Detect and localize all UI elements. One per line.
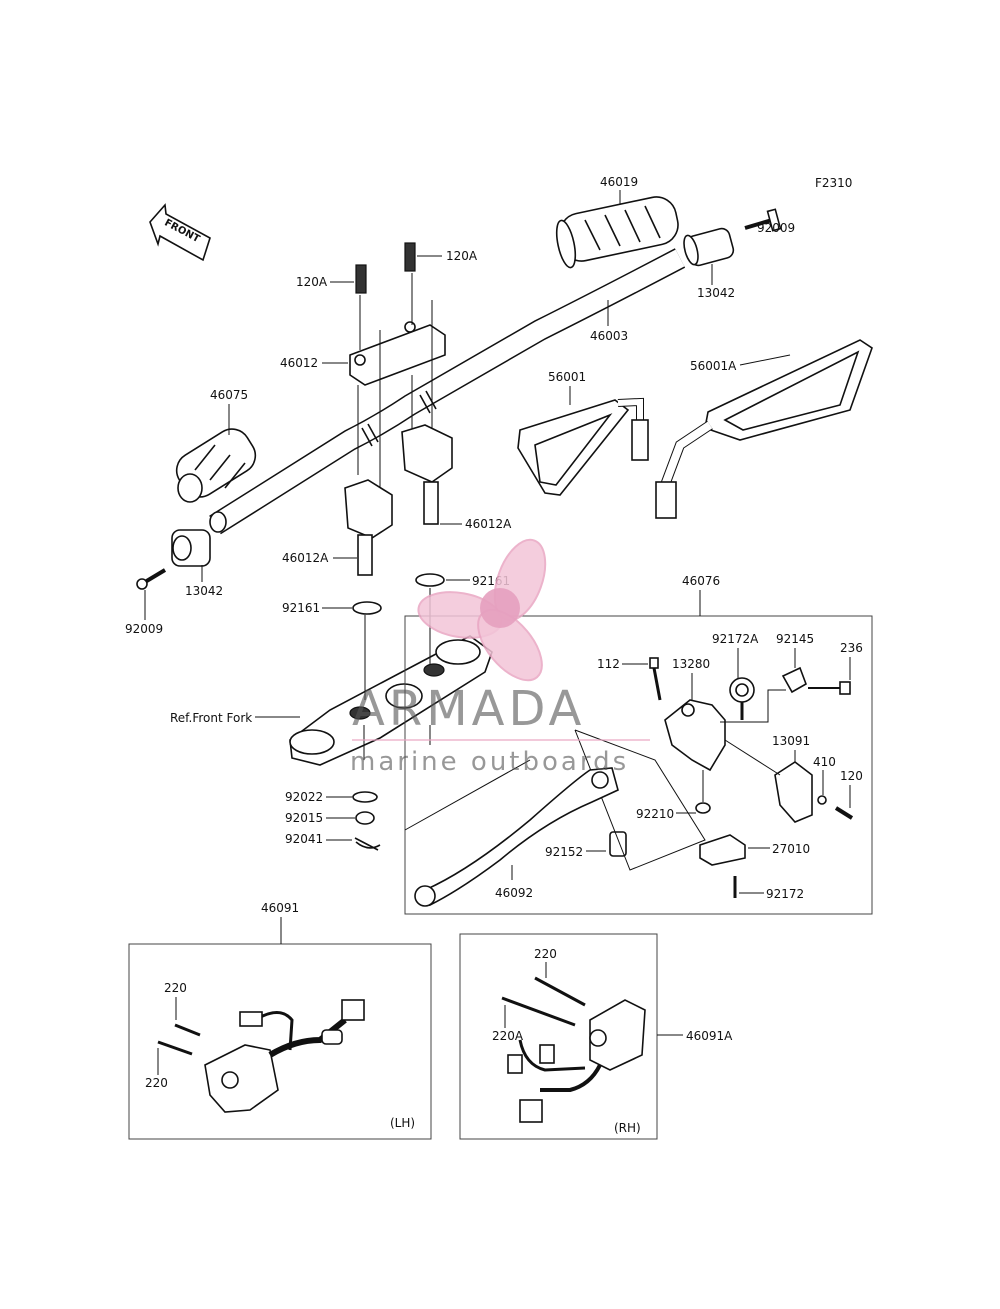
label-92152: 92152 <box>545 845 583 859</box>
label-92172: 92172 <box>766 887 804 901</box>
switch-rh <box>507 999 646 1123</box>
switch-rh-box <box>459 933 658 1140</box>
mirror-right <box>655 339 873 519</box>
top-triple-clamp <box>289 635 493 766</box>
label-46075: 46075 <box>210 388 248 402</box>
switch-lh <box>204 999 365 1113</box>
handlebar <box>209 248 686 535</box>
label-92009-right: 92009 <box>757 221 795 235</box>
washer-410 <box>817 795 827 805</box>
bolt-112 <box>649 657 662 701</box>
label-13091: 13091 <box>772 734 810 748</box>
watermark-tagline: marine outboards <box>350 747 629 777</box>
label-220-lh-top: 220 <box>164 981 187 995</box>
front-arrow-icon: FRONT <box>149 203 211 262</box>
label-112: 112 <box>597 657 620 671</box>
lower-clamp-right <box>401 424 453 525</box>
clamp-13091 <box>774 761 813 823</box>
washer-92022 <box>352 791 378 803</box>
label-27010: 27010 <box>772 842 810 856</box>
bolt-120a-left <box>355 264 367 294</box>
label-92161-left: 92161 <box>282 601 320 615</box>
propeller-logo-icon <box>417 538 547 682</box>
nut-92210 <box>695 802 711 814</box>
label-46091: 46091 <box>261 901 299 915</box>
label-92041: 92041 <box>285 832 323 846</box>
screw-220-rh <box>534 976 586 1007</box>
label-120a-right: 120A <box>446 249 478 263</box>
label-56001: 56001 <box>548 370 586 384</box>
bolt-120 <box>834 806 854 820</box>
label-220-rh: 220 <box>534 947 557 961</box>
label-46092: 46092 <box>495 886 533 900</box>
label-92015: 92015 <box>285 811 323 825</box>
label-92009-left: 92009 <box>125 622 163 636</box>
label-236: 236 <box>840 641 863 655</box>
upper-clamp <box>349 321 446 386</box>
label-46012a-right: 46012A <box>465 517 512 531</box>
left-grip <box>175 428 257 503</box>
lever-assembly-box <box>404 615 873 915</box>
label-46012a-left: 46012A <box>282 551 329 565</box>
watermark-brand: ARMADA <box>352 681 585 737</box>
lever-holder-13280 <box>664 699 726 772</box>
label-46091a: 46091A <box>686 1029 733 1043</box>
label-410: 410 <box>813 755 836 769</box>
label-46012: 46012 <box>280 356 318 370</box>
adjuster-92172a <box>729 677 755 720</box>
bar-end-weight-left <box>171 529 211 567</box>
label-92022: 92022 <box>285 790 323 804</box>
lower-clamp-left <box>344 479 393 576</box>
bar-end-bolt-left <box>136 568 167 590</box>
label-120a-left: 120A <box>296 275 328 289</box>
label-120: 120 <box>840 769 863 783</box>
mirror-left <box>517 397 649 496</box>
screw-220-lh-b <box>157 1040 193 1056</box>
label-46019: 46019 <box>600 175 638 189</box>
right-grip <box>555 196 679 269</box>
label-92145: 92145 <box>776 632 814 646</box>
bar-end-bolt-right <box>744 208 782 232</box>
screw-220-lh-a <box>174 1023 201 1037</box>
washer-92161-right <box>415 573 445 587</box>
switch-lh-box <box>128 943 432 1140</box>
bar-end-weight-right <box>683 227 735 267</box>
label-13042-left: 13042 <box>185 584 223 598</box>
label-56001a: 56001A <box>690 359 737 373</box>
nut-92015 <box>355 811 375 825</box>
figure-code: F2310 <box>815 176 852 190</box>
washer-92161-left <box>352 601 382 615</box>
screw-220a-rh <box>501 996 576 1027</box>
label-lh: (LH) <box>390 1116 415 1130</box>
label-rh: (RH) <box>614 1121 641 1135</box>
pin-92041 <box>354 837 381 851</box>
label-92172a: 92172A <box>712 632 759 646</box>
armada-watermark: ARMADA marine outboards <box>350 538 650 777</box>
lever-46092 <box>414 767 619 907</box>
label-220a: 220A <box>492 1029 524 1043</box>
label-46076: 46076 <box>682 574 720 588</box>
screw-236 <box>808 681 851 695</box>
label-13042-right: 13042 <box>697 286 735 300</box>
label-46003: 46003 <box>590 329 628 343</box>
bracket-92145 <box>781 666 807 694</box>
label-ref-front-fork: Ref.Front Fork <box>170 711 252 725</box>
switch-27010 <box>699 834 746 866</box>
label-92210: 92210 <box>636 807 674 821</box>
label-220-lh-bottom: 220 <box>145 1076 168 1090</box>
bolt-120a-right <box>404 242 416 272</box>
label-13280: 13280 <box>672 657 710 671</box>
